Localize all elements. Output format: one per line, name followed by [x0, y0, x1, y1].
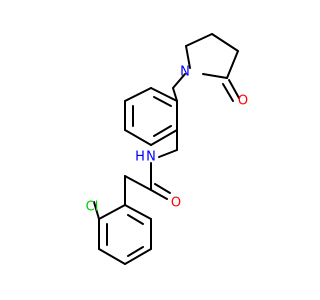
bond	[185, 33, 213, 47]
bond	[124, 129, 152, 146]
amide-oxygen-label: O	[171, 196, 181, 211]
bond	[93, 201, 100, 220]
bond	[158, 149, 178, 158]
bond	[228, 79, 240, 99]
bond	[226, 50, 239, 79]
bond	[154, 183, 171, 194]
bond	[124, 175, 152, 191]
ring-nitrogen-label: N	[180, 65, 190, 80]
benzene-ring-middle	[124, 87, 178, 146]
molecule-diagram: N O N H O Cl	[86, 33, 248, 265]
chlorine-label: Cl	[86, 200, 99, 215]
bond	[150, 129, 178, 146]
ring-oxygen-label: O	[238, 94, 248, 109]
bond	[98, 248, 126, 265]
bond	[211, 33, 239, 52]
bond	[124, 248, 152, 265]
bond	[124, 204, 152, 220]
bond	[202, 73, 228, 79]
bond	[124, 87, 152, 102]
amide-nitrogen-label: N	[146, 150, 156, 165]
bond	[127, 214, 144, 225]
amide-hydrogen-label: H	[135, 150, 145, 165]
structure-svg: N O N H O Cl	[86, 33, 248, 265]
bond	[185, 45, 191, 69]
bond	[153, 96, 172, 107]
bond	[172, 73, 186, 89]
bond	[172, 87, 178, 102]
chlorophenyl-ring	[98, 204, 152, 265]
bond	[98, 204, 126, 220]
bond	[127, 246, 144, 257]
pyrrolidinone-ring	[185, 33, 240, 102]
bond	[150, 189, 168, 200]
bond	[222, 83, 234, 102]
bond	[150, 87, 178, 102]
bond	[153, 125, 172, 137]
